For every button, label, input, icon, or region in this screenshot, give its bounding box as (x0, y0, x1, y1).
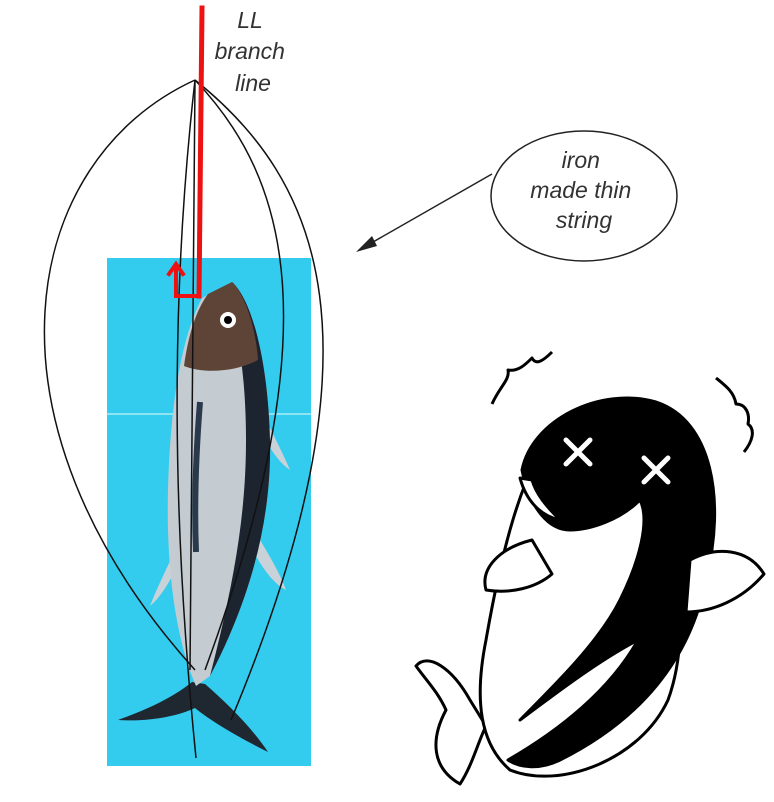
whale-right-flipper (686, 551, 764, 612)
callout-label-line-2: made thin (530, 177, 631, 203)
tuna-photo (107, 258, 311, 766)
branch-line-label-line-1: LL (237, 7, 262, 33)
branch-line-label-line-2: branch (215, 38, 285, 64)
dizzy-mark-left (492, 352, 552, 404)
branch-line-label-line-3: line (235, 70, 271, 96)
branch-line-label: LL branch line (215, 7, 292, 96)
tuna-pupil (224, 316, 232, 324)
callout-label-line-3: string (556, 207, 612, 233)
callout-arrow (356, 174, 492, 252)
dizzy-mark-right (716, 378, 752, 452)
whale-tail (416, 661, 486, 784)
dizzy-whale-cartoon (416, 352, 764, 784)
branch-line-rope (199, 8, 202, 296)
callout-arrow-head (356, 236, 377, 252)
branch-line (169, 8, 202, 296)
callout-label-line-1: iron (562, 147, 600, 173)
